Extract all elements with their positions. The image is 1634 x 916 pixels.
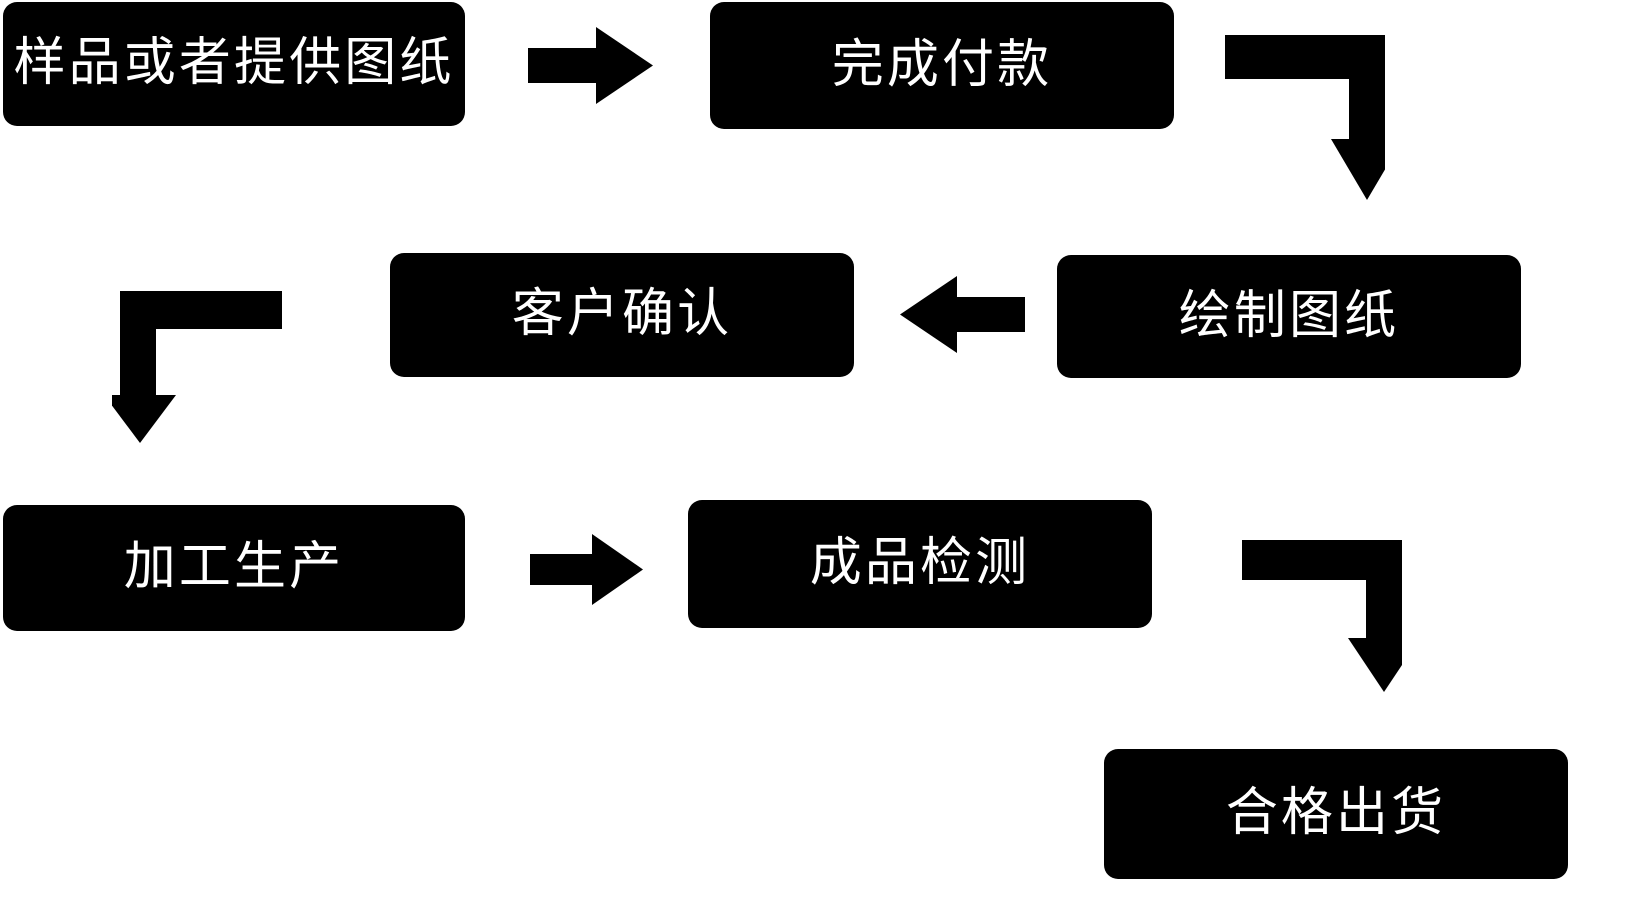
elbow-arrow-right-down-icon xyxy=(1225,35,1385,200)
arrow-left-icon xyxy=(900,276,1025,353)
arrow-right-icon xyxy=(530,534,643,605)
flow-node-draw-drawing[interactable]: 绘制图纸 xyxy=(1057,255,1521,378)
flow-node-label: 客户确认 xyxy=(511,284,733,345)
flow-node-label: 完成付款 xyxy=(831,34,1053,95)
flow-node-label: 加工生产 xyxy=(123,537,345,598)
flow-node-sample-or-drawing[interactable]: 样品或者提供图纸 xyxy=(3,2,465,126)
elbow-arrow-left-down-icon xyxy=(112,291,282,443)
flow-node-label: 样品或者提供图纸 xyxy=(13,33,455,94)
flow-node-processing-production[interactable]: 加工生产 xyxy=(3,505,465,631)
flow-node-label: 成品检测 xyxy=(809,533,1031,594)
flow-node-finished-inspection[interactable]: 成品检测 xyxy=(688,500,1152,628)
flow-node-qualified-shipment[interactable]: 合格出货 xyxy=(1104,749,1568,879)
arrow-right-icon xyxy=(528,27,653,104)
flow-node-customer-confirm[interactable]: 客户确认 xyxy=(390,253,854,377)
flow-node-complete-payment[interactable]: 完成付款 xyxy=(710,2,1174,129)
elbow-arrow-right-down-icon xyxy=(1242,540,1402,692)
flow-node-label: 合格出货 xyxy=(1225,783,1447,844)
flow-node-label: 绘制图纸 xyxy=(1178,285,1400,346)
